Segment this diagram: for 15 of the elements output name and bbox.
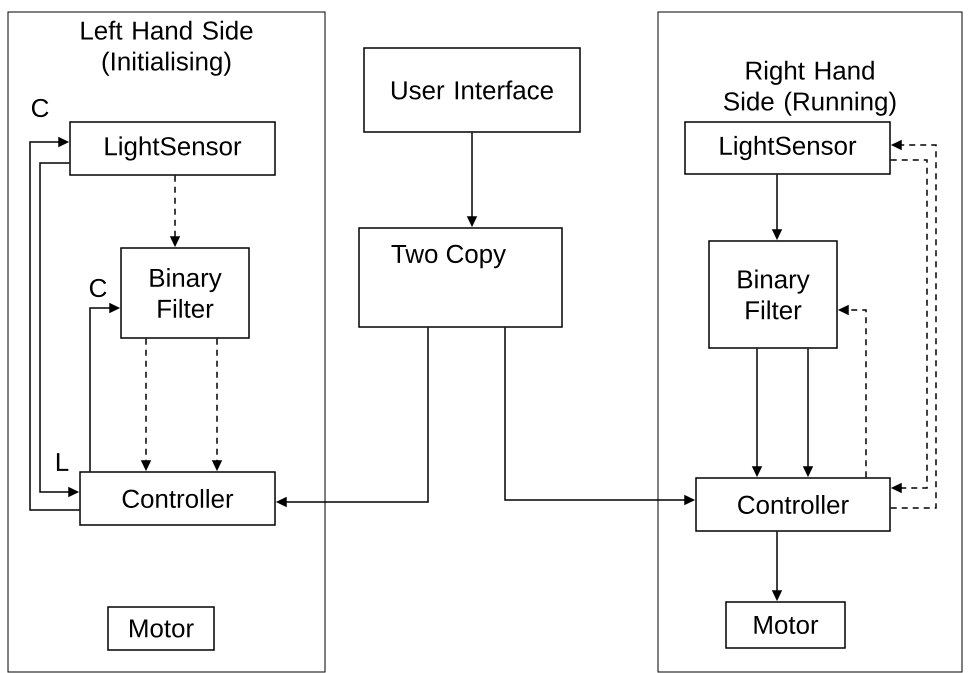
process-box: LightSensor (684, 121, 891, 175)
process-box: LightSensor (69, 121, 276, 176)
process-box: Binary Filter (120, 247, 250, 339)
process-box: Controller (695, 477, 891, 532)
process-box: Controller (79, 471, 276, 526)
process-box: Two Copy (358, 227, 563, 328)
process-box: Motor (107, 606, 215, 651)
arrow (890, 159, 928, 494)
edge-label: L (54, 452, 70, 472)
edge-label: C (30, 98, 50, 118)
process-box: Motor (725, 601, 846, 649)
edge-label: C (88, 278, 108, 298)
process-box: User Interface (363, 47, 581, 133)
arrow (29, 136, 80, 511)
process-box: Binary Filter (708, 240, 838, 349)
